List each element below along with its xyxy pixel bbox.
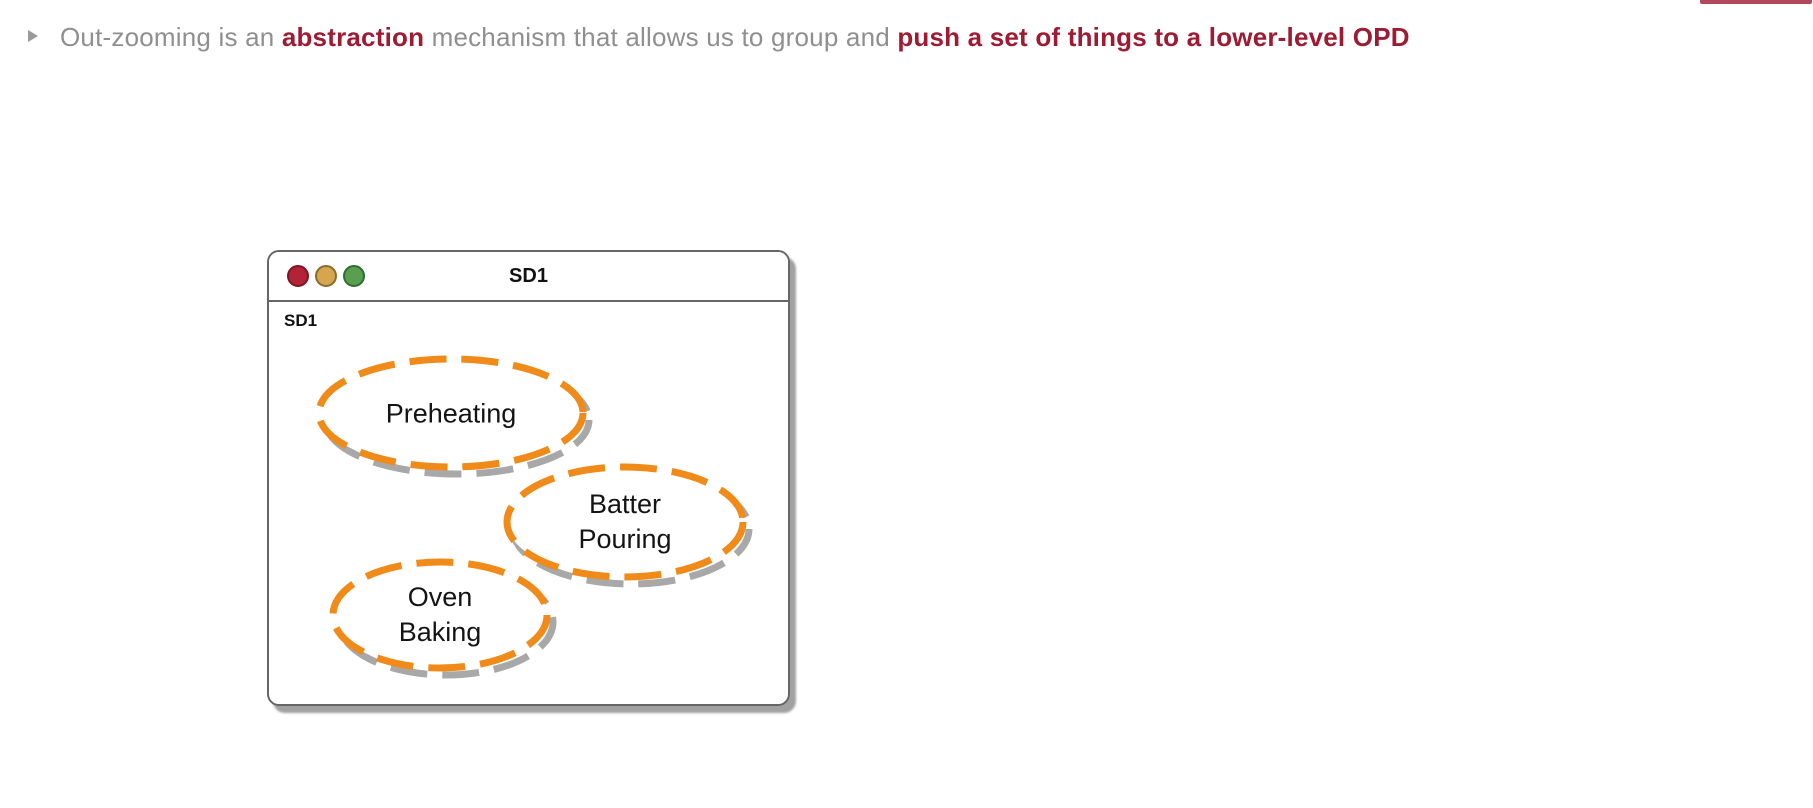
window-titlebar: SD1 (269, 252, 788, 302)
bullet-segment-emphasis: abstraction (281, 22, 425, 52)
process-ellipse-oven-baking (329, 558, 551, 672)
bullet-segment: mechanism that allows us to group and (424, 22, 898, 52)
process-label-line: Pouring (578, 524, 672, 554)
process-ellipse-batter-pouring (503, 463, 747, 581)
process-label-line: Preheating (385, 398, 517, 429)
minimize-button-icon (315, 265, 337, 287)
opd-canvas (315, 355, 753, 679)
process-label-preheating: Preheating (386, 397, 517, 432)
bullet-segment-emphasis: push a set of things to a lower-level OP… (897, 22, 1410, 52)
process-label-batter-pouring: Batter Pouring (578, 487, 671, 557)
bullet-segment: Out-zooming is an (60, 22, 282, 52)
top-right-accent-bar (1700, 0, 1812, 4)
process-label-line: Baking (398, 617, 482, 647)
opd-diagram-window: SD1 SD1 Preheating Batter Pouring Oven B… (267, 250, 790, 706)
window-title: SD1 (509, 265, 548, 287)
process-label-line: Oven (407, 582, 473, 612)
bullet-text: Out-zooming is an abstraction mechanism … (60, 20, 1410, 54)
bullet-item: Out-zooming is an abstraction mechanism … (28, 20, 1410, 54)
bullet-triangle-icon (28, 30, 38, 42)
window-body: SD1 Preheating Batter Pouring Oven Bakin… (269, 302, 788, 703)
zoom-button-icon (343, 265, 365, 287)
diagram-label: SD1 (284, 311, 318, 330)
process-label-oven-baking: Oven Baking (399, 580, 482, 650)
process-ellipse-preheating (315, 355, 587, 471)
close-button-icon (287, 265, 309, 287)
process-label-line: Batter (588, 489, 662, 519)
traffic-lights (287, 265, 365, 287)
